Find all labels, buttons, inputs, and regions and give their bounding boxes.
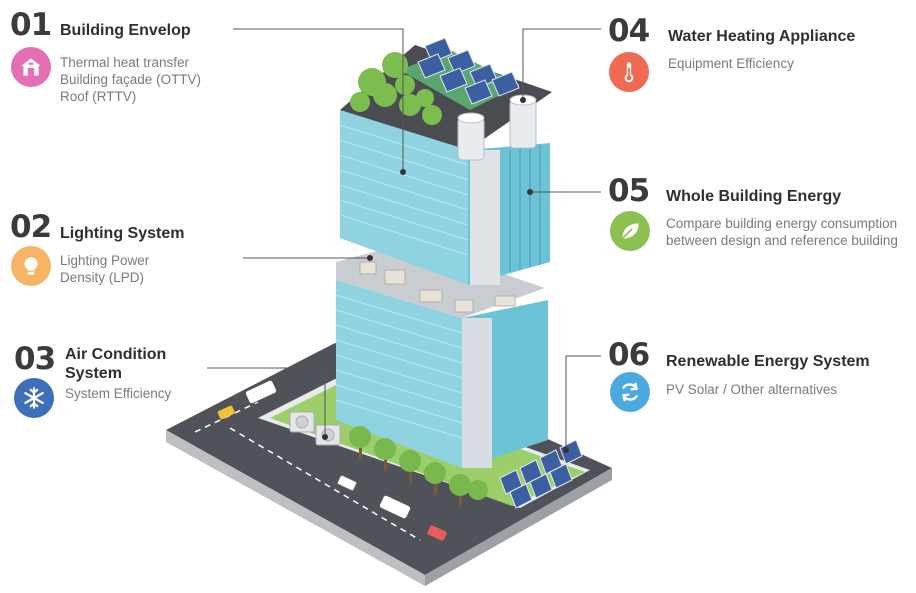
item-01-description: Thermal heat transfer Building façade (O… — [60, 54, 201, 105]
item-02-description: Lighting Power Density (LPD) — [60, 252, 149, 286]
item-03-number: 03 — [14, 341, 56, 377]
item-06-title: Renewable Energy System — [666, 353, 870, 370]
interior-floor — [336, 242, 545, 318]
item-04-line: Equipment Efficiency — [668, 56, 794, 71]
leader-lines — [207, 28, 601, 450]
item-06-number: 06 — [608, 337, 650, 373]
item-01-line: Building façade (OTTV) — [60, 72, 202, 87]
item-03-title-line: Air Condition — [65, 346, 167, 363]
item-05-line: Compare building energy consumption — [666, 216, 898, 231]
item-04-number: 04 — [608, 13, 650, 49]
item-05-line: between design and reference building — [666, 233, 898, 248]
item-02-line: Density (LPD) — [60, 270, 145, 285]
vehicles — [217, 379, 447, 541]
item-01-number: 01 — [10, 7, 52, 43]
item-03-title-line: System — [65, 365, 122, 382]
thermometer-icon — [609, 52, 649, 92]
house-icon — [11, 47, 51, 87]
item-05-description: Compare building energy consumption betw… — [666, 215, 898, 249]
item-06-description: PV Solar / Other alternatives — [666, 381, 837, 398]
water-heater-tanks — [457, 94, 537, 161]
upper-tower-front — [340, 110, 468, 285]
item-02-line: Lighting Power — [60, 253, 150, 268]
ground-trees — [349, 426, 488, 507]
light-bulb-icon — [11, 246, 51, 286]
item-05-title: Whole Building Energy — [666, 188, 842, 205]
item-03-title: Air Condition System — [65, 345, 166, 383]
recycle-icon — [610, 372, 650, 412]
item-01-line: Roof (RTTV) — [60, 89, 137, 104]
item-05-number: 05 — [608, 173, 650, 209]
snowflake-icon — [14, 378, 54, 418]
item-06-line: PV Solar / Other alternatives — [666, 382, 838, 397]
item-03-description: System Efficiency — [65, 385, 171, 402]
leaf-icon — [610, 211, 650, 251]
item-02-number: 02 — [10, 209, 52, 245]
item-02-title: Lighting System — [60, 225, 185, 242]
item-03-line: System Efficiency — [65, 386, 172, 401]
item-04-title: Water Heating Appliance — [668, 28, 856, 45]
item-01-title: Building Envelop — [60, 22, 191, 39]
roof-trees — [350, 52, 442, 125]
item-01-line: Thermal heat transfer — [60, 55, 190, 70]
roof-solar-panels — [417, 37, 520, 105]
item-04-description: Equipment Efficiency — [668, 55, 794, 72]
